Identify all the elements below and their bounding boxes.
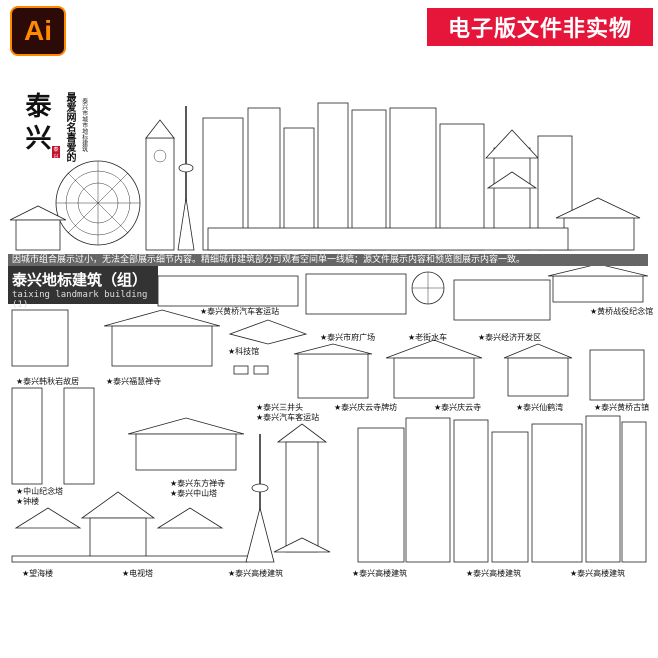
slogan: 最爱网名喜爱的 [64,92,75,162]
label-waterwheel: ★老街水车 [408,333,448,342]
tower-b [247,107,281,251]
sanjingtou [233,365,269,375]
illustrator-app-icon: Ai [10,6,66,56]
highrise-2 [405,417,451,563]
label-economic-dev-zone: ★泰兴经济开发区 [478,333,542,342]
tv-tower [245,434,275,563]
label-huangqiao-old-town: ★泰兴黄桥古镇 [594,403,650,412]
label-fuhui-temple: ★泰兴福慧禅寺 [106,377,162,386]
science-museum [228,319,308,345]
label-qingyun-temple: ★泰兴庆云寺 [434,403,482,412]
tower-d [317,102,349,251]
label-taixing-bus-station: ★泰兴汽车客运站 [256,413,320,422]
label-wanghai-tower: ★望海楼 [22,569,54,578]
highrise-6 [585,415,621,563]
label-huangqiao-bus-station: ★泰兴黄桥汽车客运站 [200,307,280,316]
zhongshan-memorial-tower [11,387,43,485]
huangqiao-memorial [547,263,648,303]
waterwheel [411,271,445,305]
highrise-1 [357,427,405,563]
city-title: 泰兴 [21,92,51,156]
lowrise-strip [207,227,569,251]
huangqiao-bus-station [157,275,299,307]
highrise-4 [491,431,529,563]
zhongshan-pagoda [273,423,331,553]
notice-bar: 因城市组合展示过小，无法全部展示细节内容。精细城市建筑部分可观看空间单一线稿；源… [8,254,648,266]
label-highrise-c: ★泰兴高楼建筑 [466,569,522,578]
economic-dev-zone [453,279,551,321]
highrise-7 [621,421,647,563]
qingyun-archway [293,343,373,399]
highrise-3 [453,419,489,563]
title-panel: 泰兴地标建筑（组） taixing landmark building (1) [8,266,158,310]
label-zhongshan-pagoda: ★泰兴中山塔 [170,489,218,498]
dongfang-temple [127,417,245,471]
label-highrise-b: ★泰兴高楼建筑 [352,569,408,578]
qingyun-temple [385,339,483,399]
label-science-museum: ★科技馆 [228,347,260,356]
digital-file-banner: 电子版文件非实物 [427,8,653,46]
ferris-wheel [55,160,141,246]
poster-subtext: 泰兴市城市地标建筑 [80,98,88,152]
huangqiao-old-town [589,349,645,401]
fuhui-temple [103,309,221,367]
label-dongfang-temple: ★泰兴东方禅寺 [170,479,226,488]
highrise-5 [531,423,583,563]
han-qiuyan-residence [11,309,69,367]
label-qingyun-archway: ★泰兴庆云寺牌坊 [334,403,398,412]
red-seal: 泰兴 [52,146,60,160]
label-highrise-a: ★泰兴高楼建筑 [228,569,284,578]
skyline-illustration [9,102,648,563]
city-hall-square [305,273,407,315]
tv-tower-top [177,106,195,251]
label-huangqiao-memorial: ★黄桥战役纪念馆 [590,307,654,316]
temple-left [9,205,67,251]
label-highrise-d: ★泰兴高楼建筑 [570,569,626,578]
panel-title: 泰兴地标建筑（组） [12,271,148,289]
label-sanjingtou: ★泰兴三井头 [256,403,304,412]
wanghai-tower [11,491,249,563]
label-bell-tower: ★钟楼 [16,497,40,506]
label-zhongshan-memorial-tower: ★中山纪念塔 [16,487,64,496]
bell-tower [63,387,95,485]
poster: 泰兴 最爱网名喜爱的 泰兴市城市地标建筑 泰兴 因城市组合展示过小，无法全部展示… [8,88,653,598]
xianhe-bay [503,343,573,397]
label-han-qiuyan-residence: ★泰兴韩秋岩故居 [16,377,80,386]
clock-tower [145,119,175,251]
panel-subtitle: taixing landmark building (1) [12,290,148,310]
label-xianhe-bay: ★泰兴仙鹤湾 [516,403,564,412]
label-city-hall-square: ★泰兴市府广场 [320,333,376,342]
label-tv-tower: ★电视塔 [122,569,154,578]
